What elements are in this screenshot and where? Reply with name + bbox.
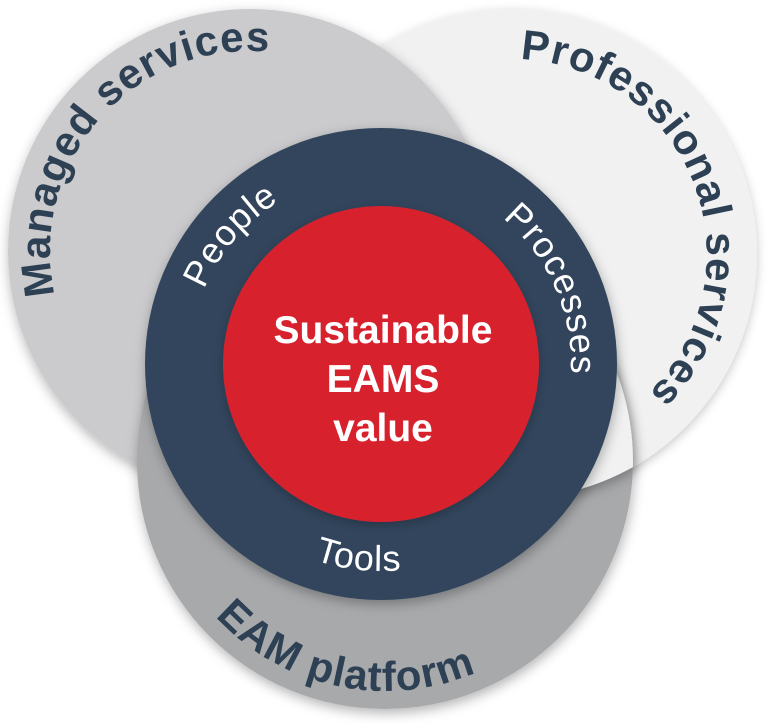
core-text-line3: value xyxy=(333,407,433,450)
core-text-line1: Sustainable xyxy=(274,309,493,352)
core-text-line2: EAMS xyxy=(327,358,440,401)
core-circle xyxy=(223,206,539,522)
core-text: Sustainable EAMS value xyxy=(274,309,493,450)
